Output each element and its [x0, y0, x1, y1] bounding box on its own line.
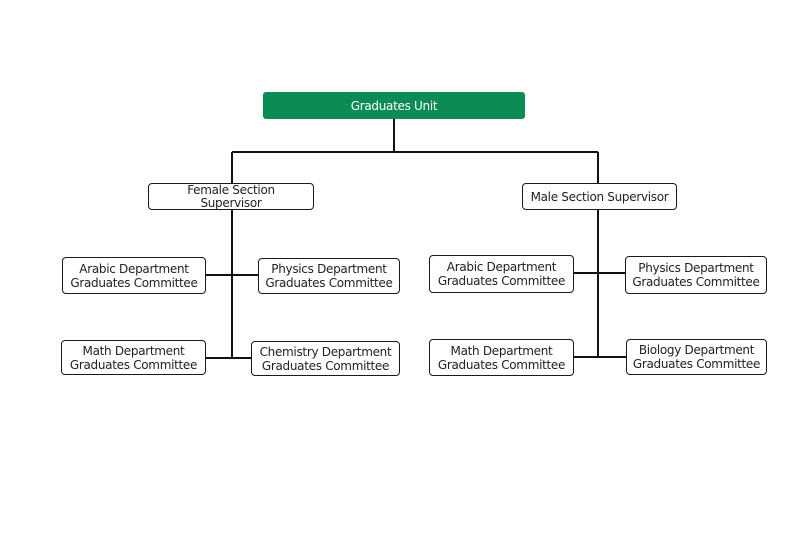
male-math-committee-box: Math Department Graduates Committee	[429, 339, 574, 376]
female-math-line-1: Math Department	[82, 343, 185, 358]
graduates-unit-box: Graduates Unit	[263, 92, 525, 119]
male-biology-line-2: Graduates Committee	[632, 357, 761, 371]
male-math-line-1: Math Department	[450, 343, 553, 358]
female-section-supervisor-box: Female Section Supervisor	[148, 183, 314, 210]
connector-male-branches	[573, 272, 627, 358]
female-math-committee-box: Math Department Graduates Committee	[61, 340, 206, 375]
male-biology-committee-box: Biology Department Graduates Committee	[626, 339, 767, 375]
male-biology-line-1: Biology Department	[638, 343, 755, 357]
female-physics-committee-box: Physics Department Graduates Committee	[258, 258, 400, 294]
female-arabic-committee-box: Arabic Department Graduates Committee	[62, 257, 206, 294]
male-arabic-line-2: Graduates Committee	[437, 274, 566, 288]
graduates-unit-label: Graduates Unit	[350, 98, 438, 113]
female-chemistry-line-1: Chemistry Department	[259, 344, 392, 359]
female-physics-line-2: Graduates Committee	[265, 276, 393, 290]
connector-root-to-sections	[231, 119, 599, 183]
female-physics-line-1: Physics Department	[271, 262, 387, 276]
female-supervisor-line-2: Supervisor	[200, 195, 262, 210]
male-section-supervisor-box: Male Section Supervisor	[522, 183, 677, 210]
male-physics-line-2: Graduates Committee	[632, 275, 760, 289]
female-chemistry-line-2: Graduates Committee	[261, 358, 390, 373]
female-supervisor-line-1: Female Section	[187, 182, 275, 197]
female-chemistry-committee-box: Chemistry Department Graduates Committee	[251, 341, 400, 376]
connector-female-branches	[206, 274, 260, 359]
female-math-line-2: Graduates Committee	[69, 357, 198, 372]
male-arabic-committee-box: Arabic Department Graduates Committee	[429, 255, 574, 293]
male-math-line-2: Graduates Committee	[437, 357, 566, 372]
male-physics-committee-box: Physics Department Graduates Committee	[625, 256, 767, 294]
male-arabic-line-1: Arabic Department	[446, 260, 557, 274]
male-supervisor-label: Male Section Supervisor	[530, 189, 669, 204]
male-physics-line-1: Physics Department	[638, 261, 754, 275]
female-arabic-line-2: Graduates Committee	[70, 275, 198, 290]
female-arabic-line-1: Arabic Department	[79, 261, 189, 276]
